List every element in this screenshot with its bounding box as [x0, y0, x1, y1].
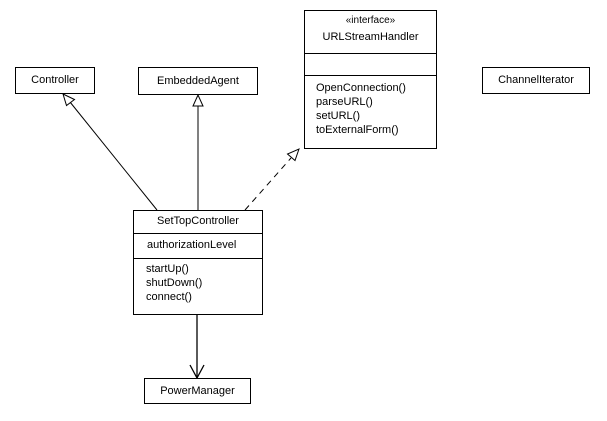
class-name: URLStreamHandler: [322, 31, 419, 43]
class-name: EmbeddedAgent: [157, 75, 239, 87]
class-embeddedagent[interactable]: EmbeddedAgent: [138, 67, 258, 95]
stereotype-label: «interface»: [345, 15, 396, 26]
class-name: ChannelIterator: [498, 74, 574, 86]
attribute: authorizationLevel: [147, 239, 237, 251]
class-name: SetTopController: [134, 211, 262, 234]
class-name: PowerManager: [160, 385, 235, 397]
operation: shutDown(): [146, 277, 203, 289]
operations-section: OpenConnection() parseURL() setURL() toE…: [305, 76, 436, 138]
class-powermanager[interactable]: PowerManager: [144, 378, 251, 404]
operation: startUp(): [146, 263, 189, 275]
attributes-section: authorizationLevel: [134, 234, 262, 259]
generalization-settopcontroller-embeddedagent: [192, 93, 204, 210]
realization-settopcontroller-urlstreamhandler: [244, 148, 300, 211]
class-settopcontroller[interactable]: SetTopController authorizationLevel star…: [133, 210, 263, 315]
class-header: «interface» URLStreamHandler: [305, 11, 436, 54]
operations-section: startUp() shutDown() connect(): [134, 259, 262, 305]
generalization-settopcontroller-controller: [62, 93, 158, 211]
class-controller[interactable]: Controller: [15, 67, 95, 94]
class-name: Controller: [31, 74, 79, 86]
class-urlstreamhandler[interactable]: «interface» URLStreamHandler OpenConnect…: [304, 10, 437, 149]
operation: OpenConnection(): [316, 82, 406, 94]
operation: parseURL(): [316, 96, 373, 108]
association-settopcontroller-powermanager: [189, 315, 205, 380]
operation: connect(): [146, 291, 192, 303]
operation: setURL(): [316, 110, 361, 122]
attributes-section: [305, 54, 436, 76]
class-channeliterator[interactable]: ChannelIterator: [482, 67, 590, 94]
operation: toExternalForm(): [316, 124, 399, 136]
